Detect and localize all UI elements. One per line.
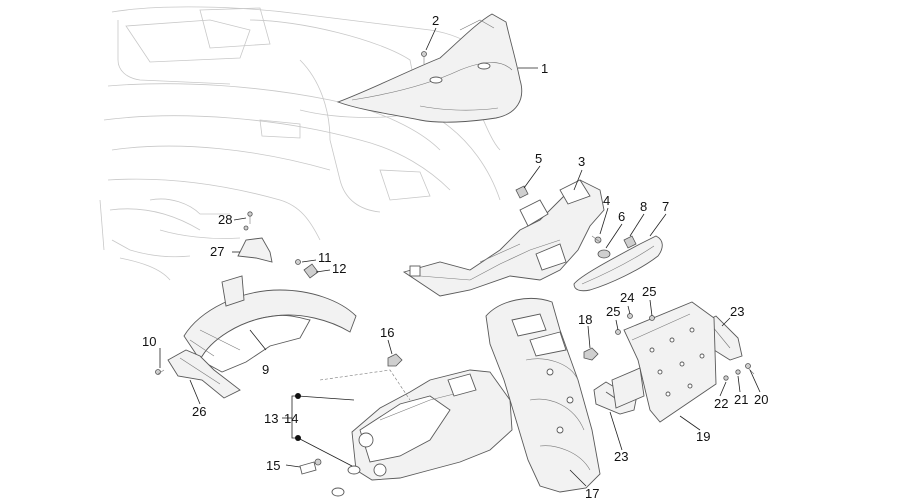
callout-8: 8 <box>640 199 647 214</box>
nut-16 <box>387 353 403 367</box>
callout-11: 11 <box>318 250 332 265</box>
screw-2 <box>421 51 427 64</box>
rear-mudflap-17 <box>485 298 601 493</box>
mudguard-9 <box>183 275 357 373</box>
callout-18: 18 <box>578 312 592 327</box>
callout-23-right: 23 <box>730 304 744 319</box>
callout-23-bottom: 23 <box>614 449 628 464</box>
bracket-27 <box>237 237 273 263</box>
callout-4: 4 <box>603 193 610 208</box>
callout-labels: 1 2 3 4 5 6 7 8 9 10 11 12 13 14 15 16 1… <box>142 13 768 501</box>
callout-12: 12 <box>332 261 346 276</box>
screw-15 <box>299 458 322 475</box>
grommet-6 <box>597 249 611 259</box>
clip-5 <box>515 185 529 199</box>
callout-24: 24 <box>620 290 634 305</box>
screw-28 <box>243 211 253 231</box>
callout-14: 14 <box>284 411 298 426</box>
hardware-20 <box>745 363 755 375</box>
nut-24 <box>627 313 633 319</box>
callout-19: 19 <box>696 429 710 444</box>
license-plate-holder-19 <box>611 301 717 423</box>
callout-5: 5 <box>535 151 542 166</box>
callout-10: 10 <box>142 334 156 349</box>
callout-25-right: 25 <box>642 284 656 299</box>
callout-2: 2 <box>432 13 439 28</box>
callout-13: 13 <box>264 411 278 426</box>
bracket-26 <box>167 349 241 399</box>
clip-11-12 <box>295 259 319 279</box>
rear-tray-part <box>336 13 523 123</box>
callout-20: 20 <box>754 392 768 407</box>
nut-25b <box>649 315 655 321</box>
scooter-body-ghost <box>99 6 506 281</box>
leader-dots <box>295 393 301 441</box>
callout-9: 9 <box>262 362 269 377</box>
callout-27: 27 <box>210 244 224 259</box>
screw-4 <box>591 235 602 244</box>
callout-22: 22 <box>714 396 728 411</box>
leader-lines <box>159 27 761 487</box>
hardware-21 <box>735 369 741 375</box>
screw-10 <box>155 369 165 375</box>
callout-28: 28 <box>218 212 232 227</box>
callout-6: 6 <box>618 209 625 224</box>
callout-25-left: 25 <box>606 304 620 319</box>
callout-17: 17 <box>585 486 599 501</box>
clip-8 <box>623 235 637 249</box>
callout-3: 3 <box>578 154 585 169</box>
screw-18 <box>583 347 599 361</box>
callout-21: 21 <box>734 392 748 407</box>
callout-7: 7 <box>662 199 669 214</box>
callout-15: 15 <box>266 458 280 473</box>
bushing-13 <box>331 465 361 497</box>
rear-frame-bracket <box>402 179 605 297</box>
callout-1: 1 <box>541 61 548 76</box>
callout-26: 26 <box>192 404 206 419</box>
hardware-22 <box>723 375 729 381</box>
rear-reflector-7 <box>573 235 663 292</box>
callout-16: 16 <box>380 325 394 340</box>
nut-25a <box>615 329 621 335</box>
rear-support-bracket <box>319 369 513 481</box>
